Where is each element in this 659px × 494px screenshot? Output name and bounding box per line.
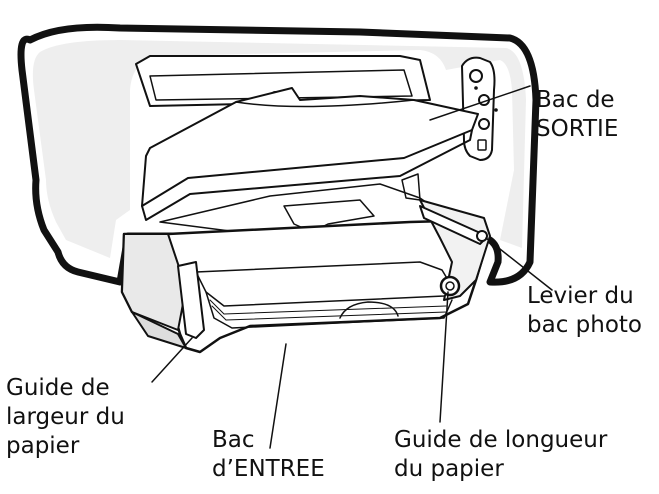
leader-line-photo-lever [485, 237, 553, 291]
printer-foot-left [131, 311, 187, 349]
label-line: bac photo [527, 312, 642, 338]
leader-line-width-guide [151, 337, 193, 383]
label-line: Guide de [6, 375, 110, 401]
label-photo-tray-lever: Levier du bac photo [527, 282, 642, 340]
input-tray-notch [339, 301, 399, 319]
label-line: du papier [394, 456, 504, 482]
paper-length-guide-knob-inner [445, 281, 455, 291]
label-line: Levier du [527, 283, 634, 309]
label-paper-length-guide: Guide de longueur du papier [394, 426, 607, 484]
label-line: SORTIE [536, 116, 619, 142]
top-cover-window [135, 55, 431, 107]
leader-line-input-tray [269, 343, 287, 449]
top-cover-window-inner [149, 69, 413, 101]
label-line: largeur du [6, 404, 125, 430]
cartridge-indicator-icon [477, 139, 487, 151]
input-tray-left-wall [121, 233, 187, 331]
label-line: Bac [212, 427, 255, 453]
label-line: Guide de longueur [394, 427, 608, 453]
paper-slot-tab [283, 199, 375, 233]
output-tray-edge [141, 129, 473, 221]
paper-stack-edge [211, 305, 447, 321]
indicator-light-icon [474, 86, 478, 90]
cancel-button-icon [478, 118, 490, 130]
indicator-light-icon [494, 108, 498, 112]
label-output-tray: Bac de SORTIE [536, 86, 618, 144]
leader-line-length-guide [439, 291, 449, 423]
output-tray-crease [235, 99, 415, 108]
paper-stack-edge [209, 299, 447, 315]
label-line: papier [6, 433, 80, 459]
paper-length-guide-knob [439, 275, 461, 297]
paper-width-guide [177, 261, 205, 339]
leader-line-output-tray [429, 85, 531, 121]
label-line: d’ENTREE [212, 456, 325, 482]
label-input-tray: Bac d’ENTREE [212, 426, 325, 484]
label-paper-width-guide: Guide de largeur du papier [6, 374, 125, 461]
photo-tray-lever-tip [476, 230, 488, 242]
label-line: Bac de [536, 87, 615, 113]
power-button-icon [469, 69, 483, 83]
